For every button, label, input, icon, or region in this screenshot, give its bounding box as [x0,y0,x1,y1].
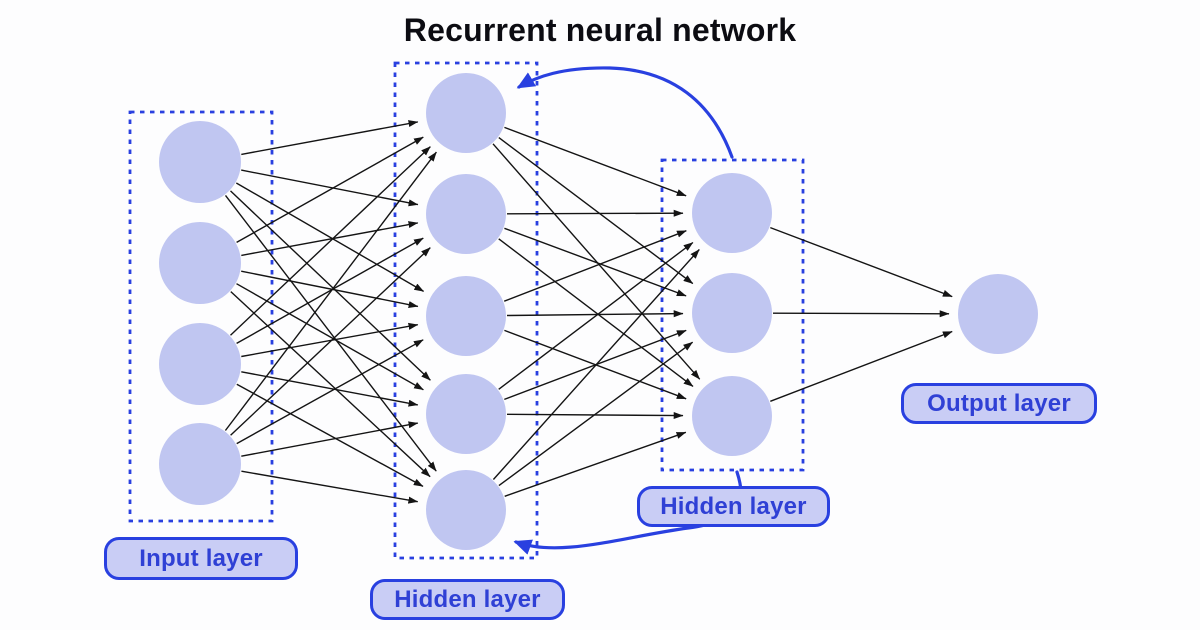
connection-line [498,137,694,285]
layer-box-hidden1 [393,61,539,560]
connection-line [230,291,431,478]
connection-line [241,322,419,358]
connection-line [504,227,687,297]
label-input-layer: Input layer [104,537,298,580]
connection-line [236,383,424,488]
connection-line [241,120,419,156]
node-hidden1-5 [426,470,506,550]
recurrent-arrow-top [516,66,734,159]
connection-line [235,182,425,293]
connection-line [241,470,419,504]
connection-line [504,431,687,497]
connection-line [506,310,684,318]
connection-line [772,310,950,318]
node-input-2 [159,222,241,304]
connection-line [236,339,424,445]
node-hidden1-4 [426,374,506,454]
connection-line [236,283,424,391]
connection-line [498,341,694,487]
connection-line [492,249,700,480]
label-hidden-layer-1: Hidden layer [370,579,565,620]
layer-box-hidden2 [660,158,805,472]
connection-line [224,194,437,472]
node-input-3 [159,323,241,405]
connection-line [498,241,694,390]
connection-line [770,226,953,298]
connection-line [492,143,701,380]
connection-line [230,247,431,436]
node-hidden2-3 [692,376,772,456]
connection-line [506,209,684,217]
connection-line [241,421,419,457]
node-hidden2-1 [692,173,772,253]
connection-line [241,270,419,309]
node-hidden2-2 [692,273,772,353]
node-hidden1-1 [426,73,506,153]
connection-line [241,371,419,407]
node-hidden1-2 [426,174,506,254]
node-input-4 [159,423,241,505]
diagram-title: Recurrent neural network [403,12,797,48]
node-hidden1-3 [426,276,506,356]
node-input-1 [159,121,241,203]
node-output-1 [958,274,1038,354]
connection-line [236,237,424,345]
connection-line [236,136,424,244]
connection-line [230,146,431,336]
connection-line [770,330,953,402]
connection-line [230,190,431,381]
connection-line [224,151,437,431]
connection-line [498,238,694,387]
connection-line [503,230,687,302]
layer-box-input [128,110,274,523]
connection-line [241,221,419,257]
label-hidden-layer-2: Hidden layer [637,486,830,527]
connection-line [504,126,687,197]
connection-line [241,169,419,207]
label-output-layer: Output layer [901,383,1097,424]
